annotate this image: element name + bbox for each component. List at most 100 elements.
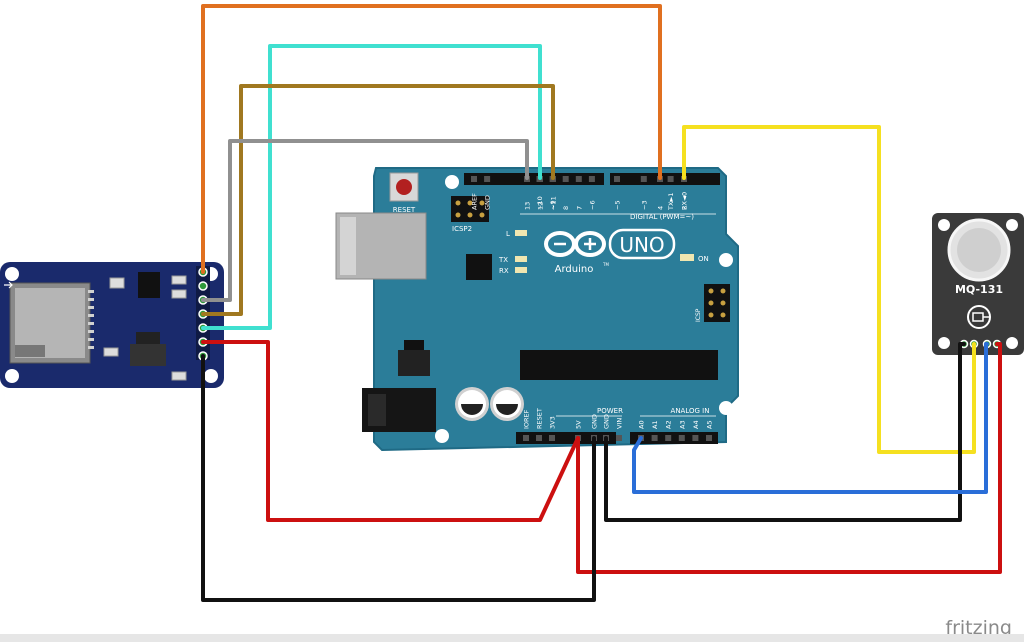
digital-label: DIGITAL (PWM=~) [630, 213, 694, 221]
analog-pin-label: A2 [665, 420, 673, 429]
wire-cyan [201, 44, 542, 330]
footer-bar [0, 634, 1024, 642]
power-pin-label: GND [603, 414, 611, 429]
led-tx [515, 256, 527, 262]
led-rx [515, 267, 527, 273]
sd-regulator [130, 344, 166, 366]
digital-header-right [610, 173, 720, 185]
digital-pin-socket [640, 176, 647, 182]
sd-resistor [171, 275, 187, 285]
digital-pin-socket [562, 176, 569, 182]
wire-red-mq [576, 342, 1002, 574]
digital-pin-label: AREF [471, 193, 479, 210]
arduino-brand-label: Arduino [555, 264, 594, 275]
analog-pin-label: A1 [651, 420, 659, 429]
reset-button-cap [396, 179, 412, 195]
arduino-mount-hole [719, 401, 733, 415]
wires [201, 4, 1002, 602]
sensor-model-label: MQ-131 [955, 283, 1003, 296]
wire-red-sd [201, 340, 580, 522]
bottom-pin-sockets [523, 435, 712, 441]
icsp-label: ICSP [695, 308, 702, 322]
usb-serial-chip [466, 254, 492, 280]
power-pin-socket [536, 435, 542, 441]
analog-pin-label: A4 [692, 420, 700, 429]
mq131-sensor-module: MQ-131 [932, 213, 1024, 355]
uno-badge [608, 228, 676, 260]
analog-pin-socket [651, 435, 658, 441]
digital-pin-label: ~5 [614, 200, 622, 210]
gas-sensor-mesh-inner [957, 228, 1001, 272]
power-header [516, 432, 616, 444]
icsp2-header [451, 196, 489, 222]
digital-pin-label: GND [484, 195, 492, 210]
digital-pin-label: RX◄0 [681, 192, 689, 210]
digital-header-left [464, 173, 604, 185]
regulator [398, 350, 430, 376]
icsp2-label: ICSP2 [452, 225, 472, 233]
sd-resistor [109, 277, 125, 289]
digital-pin-socket [471, 176, 477, 182]
digital-pin-label: 13 [524, 202, 532, 210]
digital-pin-socket [575, 176, 582, 182]
digital-pin-socket [667, 176, 674, 182]
wire-orange [201, 4, 662, 274]
digital-pin-label: 12 [537, 202, 545, 210]
digital-pin-label: ~9 [549, 200, 557, 210]
sd-regulator-tab [136, 332, 160, 344]
analog-pin-socket [706, 435, 712, 441]
power-pin-label: 5V [575, 420, 583, 429]
led-l [515, 230, 527, 236]
mq-mount-hole [1006, 219, 1018, 231]
power-pin-label: RESET [536, 408, 544, 429]
icsp-header [704, 284, 730, 322]
on-label: ON [698, 255, 709, 263]
power-pin-label: IOREF [523, 409, 531, 429]
digital-pin-label: 7 [575, 206, 583, 210]
capacitor [455, 387, 489, 421]
led-l-label: L [506, 230, 510, 238]
led-rx-label: RX [499, 267, 509, 275]
sd-mount-hole [5, 369, 19, 383]
arduino-logo-icon [544, 231, 606, 257]
power-pin-label: GND [591, 414, 599, 429]
digital-pin-socket [614, 176, 620, 182]
digital-pin-label: TX►1 [667, 192, 675, 211]
digital-pin-socket [484, 176, 491, 182]
sd-capacitor [171, 371, 187, 381]
fritzing-watermark: fritzing [945, 617, 1012, 639]
digital-pin-label: ~3 [640, 200, 648, 210]
sd-slot-contacts [88, 290, 94, 349]
power-label: POWER [597, 407, 623, 415]
sd-mount-hole [204, 369, 218, 383]
capacitor [490, 387, 524, 421]
wire-black-mq [604, 342, 966, 522]
arduino-mount-hole [719, 253, 733, 267]
trademark-label: TM [602, 262, 609, 267]
analog-pin-label: A5 [706, 420, 714, 429]
power-pin-socket [523, 435, 529, 441]
uno-label: UNO [619, 233, 664, 257]
analog-pin-socket [665, 435, 672, 441]
arduino-mount-hole [445, 175, 459, 189]
atmega-chip [520, 350, 718, 380]
sd-capacitor [103, 347, 119, 357]
wire-black-sd [201, 354, 596, 602]
wire-blue [632, 342, 989, 494]
mq-mount-hole [938, 337, 950, 349]
arduino-mount-hole [435, 429, 449, 443]
mq-mount-hole [1006, 337, 1018, 349]
digital-pin-label: 4 [657, 206, 665, 210]
digital-pin-label: 8 [562, 206, 570, 210]
sd-mount-hole [5, 267, 19, 281]
analog-pin-label: A0 [638, 420, 646, 429]
power-jack-detail [368, 394, 386, 426]
analog-pin-label: A3 [678, 420, 686, 429]
analog-in-label: ANALOG IN [671, 407, 710, 415]
digital-pin-label: ~10 [536, 196, 544, 210]
analog-pin-socket [692, 435, 699, 441]
sd-arrow-icon [4, 281, 13, 289]
